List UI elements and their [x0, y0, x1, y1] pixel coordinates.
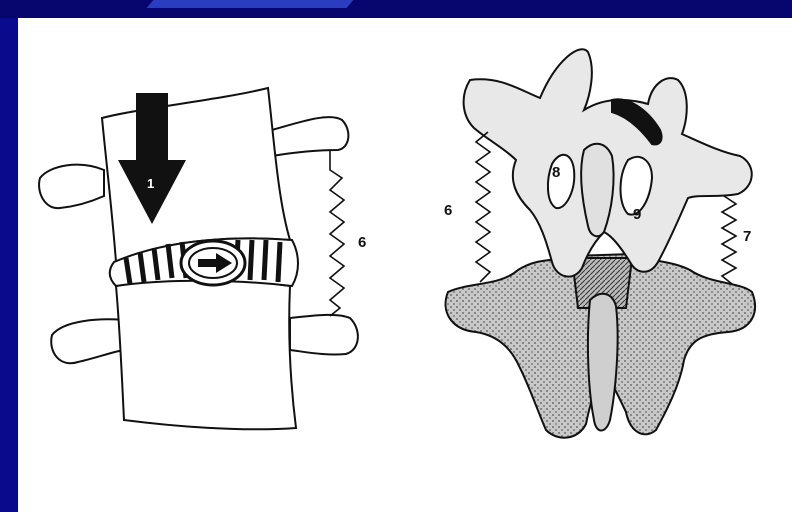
- left-spring-line: [330, 150, 344, 316]
- left-spring-label: 6: [358, 234, 366, 251]
- facet-left-label: 8: [552, 164, 560, 181]
- left-vertebra-figure: [39, 88, 358, 429]
- facet-right-label: 9: [633, 206, 641, 223]
- upper-right-process: [272, 117, 348, 156]
- upper-left-process: [39, 165, 104, 208]
- right-spring-right: [722, 196, 736, 284]
- lower-right-process: [290, 315, 358, 355]
- lower-spinous-process: [588, 294, 618, 431]
- right-spine-figure: [446, 49, 755, 437]
- arrow-number-label: 1: [147, 176, 154, 191]
- right-spring-left: [476, 132, 490, 282]
- lower-vertebral-body: [116, 279, 296, 429]
- lower-left-process: [51, 319, 124, 363]
- right-left-spring-label: 6: [444, 202, 452, 219]
- right-right-spring-label: 7: [743, 228, 751, 245]
